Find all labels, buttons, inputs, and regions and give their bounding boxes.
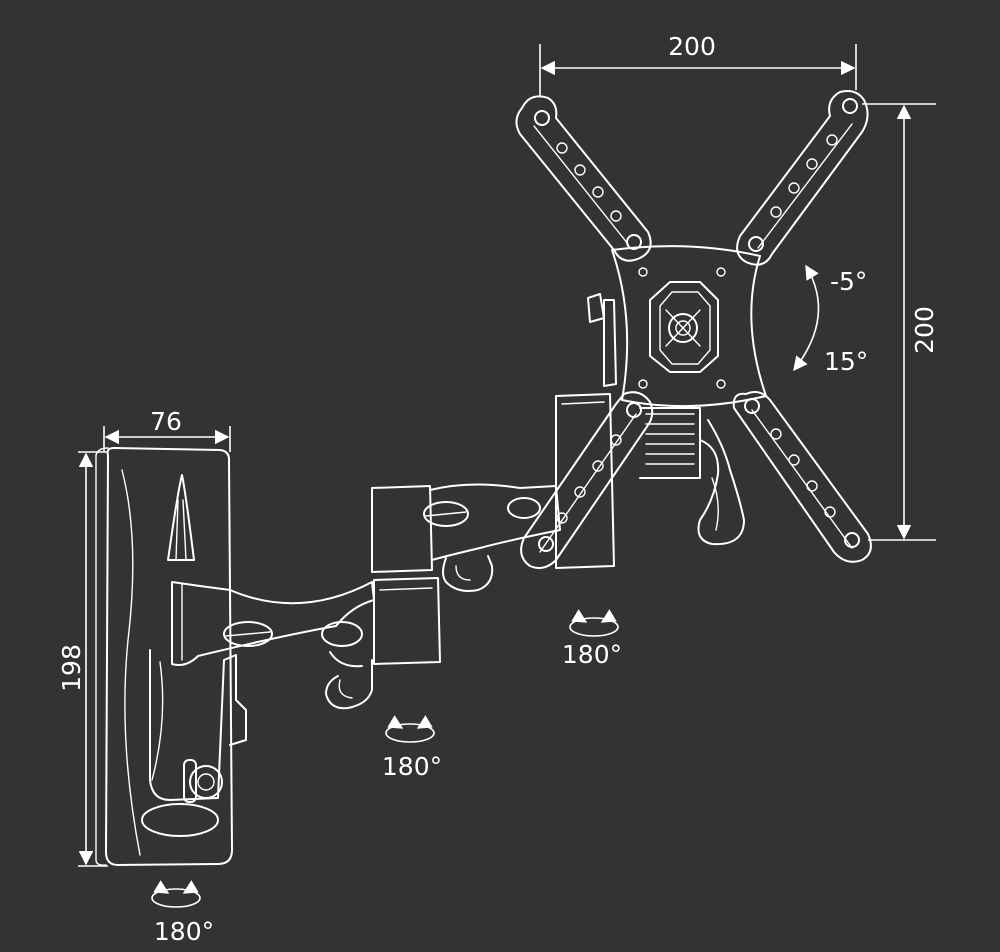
plate-height-label: 198 bbox=[57, 644, 86, 692]
second-arm bbox=[371, 483, 561, 592]
vesa-arm-top-right bbox=[736, 90, 869, 266]
swivel-indicator-middle: 180° bbox=[382, 715, 442, 781]
tilt-indicator: -5° 15° bbox=[793, 264, 868, 376]
swivel-indicator-wall: 180° bbox=[151, 880, 214, 946]
dimension-vesa-height: 200 bbox=[862, 103, 939, 541]
vesa-arm-bottom-right bbox=[732, 391, 872, 563]
swivel-indicator-head: 180° bbox=[562, 609, 622, 669]
tilt-up-label: -5° bbox=[830, 267, 867, 296]
vesa-arm-bottom-left bbox=[520, 391, 654, 569]
tilt-head bbox=[555, 293, 745, 569]
dimension-vesa-width: 200 bbox=[539, 32, 857, 96]
dimension-plate-height: 198 bbox=[57, 451, 108, 867]
first-arm bbox=[171, 577, 441, 710]
swivel-middle-label: 180° bbox=[382, 752, 442, 781]
wall-plate bbox=[95, 447, 247, 866]
tilt-down-label: 15° bbox=[824, 347, 868, 376]
dimension-plate-width: 76 bbox=[103, 407, 231, 452]
swivel-head-label: 180° bbox=[562, 640, 622, 669]
swivel-wall-label: 180° bbox=[154, 917, 214, 946]
vesa-width-label: 200 bbox=[668, 32, 716, 61]
vesa-height-label: 200 bbox=[910, 306, 939, 354]
plate-width-label: 76 bbox=[150, 407, 182, 436]
vesa-arm-top-left bbox=[515, 95, 652, 262]
vesa-plate bbox=[611, 245, 767, 408]
